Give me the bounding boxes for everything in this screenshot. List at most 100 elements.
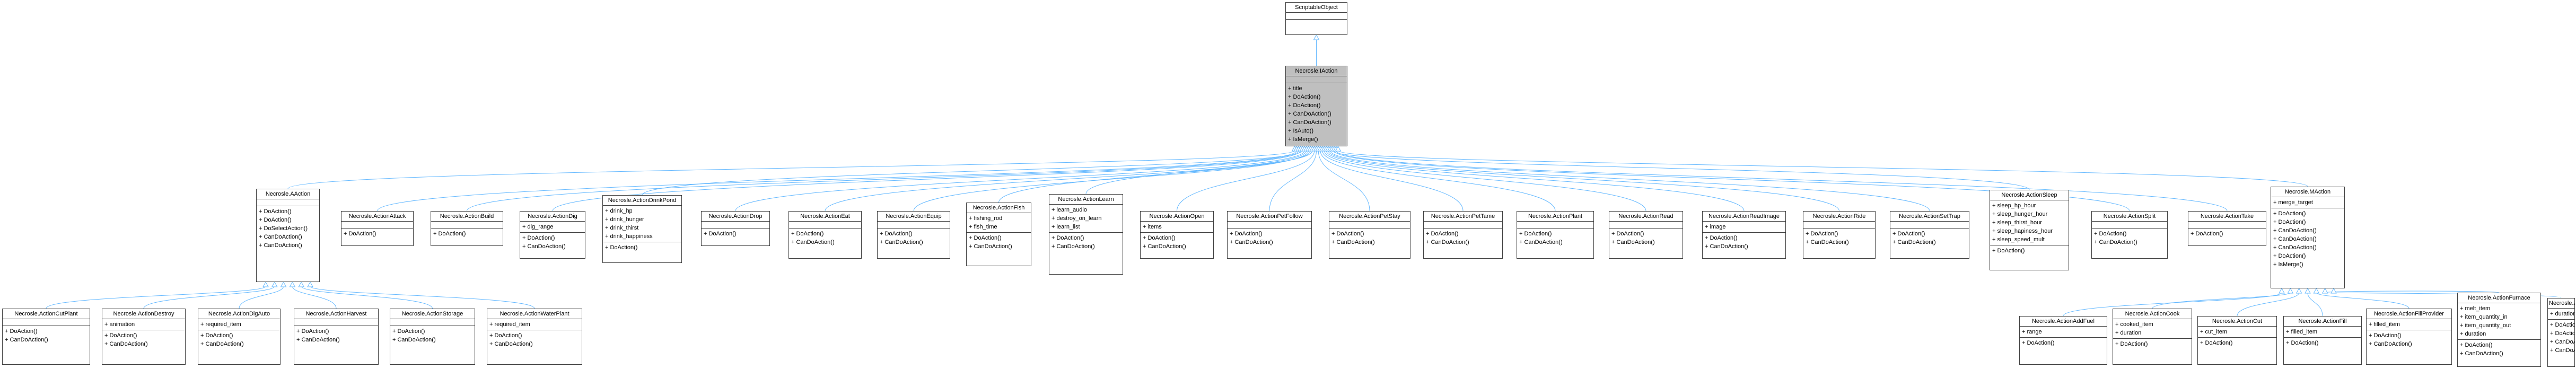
class-attack[interactable]: Necrosle.ActionAttack+ DoAction() bbox=[341, 211, 414, 246]
class-drinkpond[interactable]: Necrosle.ActionDrinkPond+ drink_hp+ drin… bbox=[602, 195, 682, 263]
method: + DoAction() bbox=[522, 235, 555, 241]
class-title: Necrosle.ActionAttack bbox=[341, 212, 413, 222]
class-title: Necrosle.ActionFillProvider bbox=[2367, 309, 2451, 319]
class-waterplant[interactable]: Necrosle.ActionWaterPlant+ required_item… bbox=[487, 309, 582, 365]
method: + CanDoAction() bbox=[104, 341, 148, 347]
method: + DoSelectAction() bbox=[259, 225, 308, 232]
class-petfollow[interactable]: Necrosle.ActionPetFollow+ DoAction()+ Ca… bbox=[1227, 211, 1312, 259]
class-aaction[interactable]: Necrosle.AAction+ DoAction()+ DoAction()… bbox=[256, 189, 320, 282]
method: + CanDoAction() bbox=[1288, 111, 1331, 117]
method: + CanDoAction() bbox=[1806, 239, 1849, 245]
class-settrap[interactable]: Necrosle.ActionSetTrap+ DoAction()+ CanD… bbox=[1890, 211, 1969, 259]
field: + item_quantity_in bbox=[2460, 314, 2508, 320]
class-cutplant[interactable]: Necrosle.ActionCutPlant+ DoAction()+ Can… bbox=[2, 309, 90, 365]
class-fields bbox=[1286, 76, 1347, 83]
class-title: Necrosle.ActionOpen bbox=[1141, 212, 1213, 222]
class-fill[interactable]: Necrosle.ActionFill+ filled_item+ DoActi… bbox=[2283, 316, 2362, 365]
class-fields bbox=[2188, 222, 2266, 229]
inheritance-arrowhead bbox=[2295, 287, 2302, 294]
class-title: Necrosle.ActionSplit bbox=[2092, 212, 2167, 222]
inheritance-edge bbox=[46, 286, 266, 309]
class-fillprovider[interactable]: Necrosle.ActionFillProvider+ filled_item… bbox=[2366, 309, 2452, 365]
method: + DoAction() bbox=[1230, 231, 1263, 237]
class-plant[interactable]: Necrosle.ActionPlant+ DoAction()+ CanDoA… bbox=[1517, 211, 1594, 259]
class-drop[interactable]: Necrosle.ActionDrop+ DoAction() bbox=[701, 211, 770, 246]
method: + DoAction() bbox=[1519, 231, 1552, 237]
class-fish[interactable]: Necrosle.ActionFish+ fishing_rod+ fish_t… bbox=[966, 203, 1031, 266]
class-digauto[interactable]: Necrosle.ActionDigAuto+ required_item+ D… bbox=[198, 309, 281, 365]
class-maction[interactable]: Necrosle.MAction+ merge_target+ DoAction… bbox=[2271, 187, 2345, 288]
class-storage[interactable]: Necrosle.ActionStorage+ DoAction()+ CanD… bbox=[390, 309, 475, 365]
inheritance-arrowhead bbox=[1313, 34, 1320, 40]
inheritance-edge bbox=[239, 286, 284, 309]
class-cook[interactable]: Necrosle.ActionCook+ cooked_item+ durati… bbox=[2113, 309, 2192, 365]
method: + DoAction() bbox=[2369, 332, 2402, 339]
method: + CanDoAction() bbox=[2550, 347, 2575, 354]
field: + dig_range bbox=[522, 224, 554, 230]
class-fields bbox=[878, 222, 950, 229]
inheritance-arrowhead bbox=[1335, 145, 1342, 152]
class-destroy[interactable]: Necrosle.ActionDestroy+ animation+ DoAct… bbox=[102, 309, 186, 365]
class-fields: + fishing_rod+ fish_time bbox=[967, 213, 1031, 233]
field: + learn_audio bbox=[1052, 207, 1087, 213]
class-read[interactable]: Necrosle.ActionRead+ DoAction()+ CanDoAc… bbox=[1609, 211, 1683, 259]
class-learn[interactable]: Necrosle.ActionLearn+ learn_audio+ destr… bbox=[1049, 194, 1123, 275]
field: + required_item bbox=[489, 321, 530, 328]
class-title: ScriptableObject bbox=[1286, 3, 1347, 13]
method: + CanDoAction() bbox=[296, 337, 340, 343]
class-sleep[interactable]: Necrosle.ActionSleep+ sleep_hp_hour+ sle… bbox=[1990, 190, 2069, 270]
inheritance-edge bbox=[1320, 150, 1464, 212]
method: + DoAction() bbox=[259, 217, 292, 223]
method: + IsMerge() bbox=[1288, 136, 1318, 143]
field: + animation bbox=[104, 321, 135, 328]
inheritance-arrowhead bbox=[262, 281, 269, 287]
inheritance-arrowhead bbox=[2279, 287, 2285, 294]
method: + DoAction() bbox=[5, 328, 38, 335]
inheritance-edge bbox=[2333, 292, 2562, 298]
class-ride[interactable]: Necrosle.ActionRide+ DoAction()+ CanDoAc… bbox=[1803, 211, 1876, 259]
class-harvest[interactable]: Necrosle.ActionHarvest+ DoAction()+ CanD… bbox=[294, 309, 379, 365]
method: + CanDoAction() bbox=[1426, 239, 1469, 245]
inheritance-edge bbox=[1330, 150, 1930, 212]
class-split[interactable]: Necrosle.ActionSplit+ DoAction()+ CanDoA… bbox=[2091, 211, 2168, 259]
class-title: Necrosle.ActionSleep bbox=[1990, 190, 2069, 200]
class-repair[interactable]: Necrosle.ActionRepair+ duration+ DoActio… bbox=[2547, 298, 2575, 367]
method: + DoAction() bbox=[2200, 340, 2233, 346]
method: + DoAction() bbox=[489, 332, 522, 339]
class-fields: + duration bbox=[2548, 309, 2574, 320]
class-eat[interactable]: Necrosle.ActionEat+ DoAction()+ CanDoAct… bbox=[788, 211, 862, 259]
method: + DoAction() bbox=[104, 332, 137, 339]
class-so[interactable]: ScriptableObject bbox=[1285, 2, 1347, 35]
class-iaction[interactable]: Necrosle.IAction+ title+ DoAction()+ DoA… bbox=[1285, 66, 1347, 146]
class-take[interactable]: Necrosle.ActionTake+ DoAction() bbox=[2188, 211, 2266, 246]
class-fields: + animation bbox=[102, 319, 185, 330]
class-title: Necrosle.ActionAddFuel bbox=[2020, 317, 2107, 327]
inheritance-edge bbox=[1324, 150, 1646, 212]
method: + CanDoAction() bbox=[1143, 243, 1186, 250]
class-cut[interactable]: Necrosle.ActionCut+ cut_item+ DoAction() bbox=[2197, 316, 2277, 365]
inheritance-edge bbox=[825, 150, 1307, 212]
method: + CanDoAction() bbox=[2273, 244, 2317, 251]
inheritance-arrowhead bbox=[2313, 287, 2320, 294]
class-open[interactable]: Necrosle.ActionOpen+ items+ DoAction()+ … bbox=[1140, 211, 1214, 259]
class-fields: + range bbox=[2020, 327, 2107, 338]
field: + melt_item bbox=[2460, 305, 2491, 312]
class-addfuel[interactable]: Necrosle.ActionAddFuel+ range+ DoAction(… bbox=[2019, 316, 2107, 365]
method: + DoAction() bbox=[2550, 322, 2574, 328]
inheritance-arrowhead bbox=[2287, 287, 2294, 294]
inheritance-edge bbox=[2316, 292, 2409, 309]
class-dig[interactable]: Necrosle.ActionDig+ dig_range+ DoAction(… bbox=[520, 211, 585, 259]
class-pettame[interactable]: Necrosle.ActionPetTame+ DoAction()+ CanD… bbox=[1423, 211, 1503, 259]
inheritance-edge bbox=[1331, 150, 2030, 190]
class-petstay[interactable]: Necrosle.ActionPetStay+ DoAction()+ CanD… bbox=[1329, 211, 1410, 259]
field: + fish_time bbox=[969, 224, 997, 230]
class-methods: + DoAction()+ DoAction()+ DoSelectAction… bbox=[257, 206, 319, 251]
class-build[interactable]: Necrosle.ActionBuild+ DoAction() bbox=[431, 211, 503, 246]
field: + duration bbox=[2550, 311, 2575, 317]
class-equip[interactable]: Necrosle.ActionEquip+ DoAction()+ CanDoA… bbox=[877, 211, 950, 259]
field: + range bbox=[2022, 329, 2042, 335]
class-furnace[interactable]: Necrosle.ActionFurnace+ melt_item+ item_… bbox=[2457, 293, 2541, 367]
class-readimage[interactable]: Necrosle.ActionReadImage+ image+ DoActio… bbox=[1702, 211, 1786, 259]
method: + CanDoAction() bbox=[2273, 236, 2317, 242]
